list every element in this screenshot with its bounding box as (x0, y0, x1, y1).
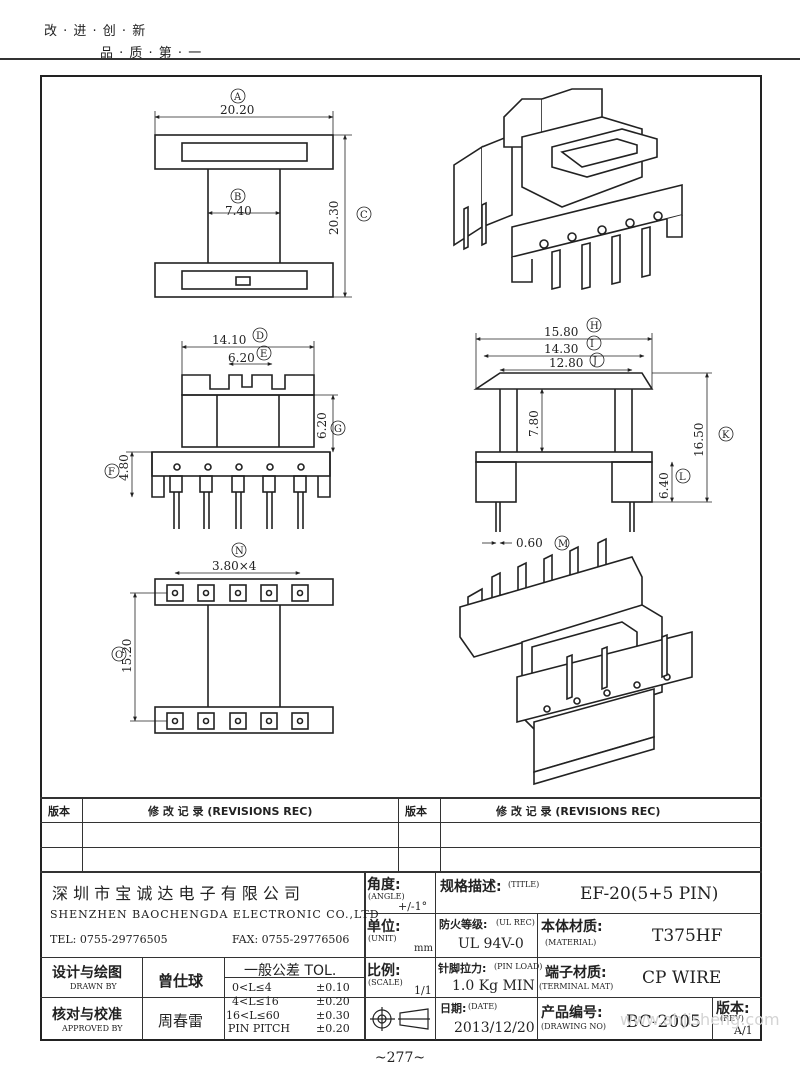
watermark: www.ahjisheng.com (620, 1010, 780, 1029)
dim-m-value: 0.60 (516, 536, 543, 550)
dim-a-letter: A (233, 92, 242, 103)
dim-g-letter: G (334, 424, 342, 435)
date-value: 2013/12/20 (454, 1020, 535, 1036)
technical-drawing: A 20.20 B 7.40 C 20.30 D (104, 88, 734, 786)
terminal-en: (TERMINAL MAT) (539, 982, 614, 991)
dim-m-letter: M (558, 539, 568, 550)
angle-en: (ANGLE) (368, 892, 405, 901)
company-name-en: SHENZHEN BAOCHENGDA ELECTRONIC CO.,LTD (50, 908, 380, 921)
tol-range-3: PIN PITCH (228, 1022, 290, 1035)
unit-value: mm (414, 943, 433, 954)
slogan-line-1: 改 · 进 · 创 · 新 (44, 24, 147, 39)
approved-value: 周春雷 (158, 1012, 204, 1030)
page-number: ~277~ (374, 1050, 426, 1066)
date-en: (DATE) (468, 1002, 498, 1011)
dim-i-letter: I (590, 339, 594, 350)
ul-value: UL 94V-0 (458, 936, 524, 952)
drawing-no-en: (DRAWING NO) (541, 1022, 607, 1031)
rev-value: A/1 (734, 1024, 753, 1037)
drawing-no-label: 产品编号: (541, 1005, 603, 1021)
drawn-en: DRAWN BY (70, 982, 117, 991)
pinload-label: 针脚拉力: (438, 962, 487, 975)
dim-l-value: 6.40 (657, 472, 671, 499)
company-name-cn: 深 圳 市 宝 诚 达 电 子 有 限 公 司 (52, 884, 300, 903)
tol-title: 一般公差 TOL. (244, 963, 337, 979)
tol-value-2: ±0.30 (316, 1009, 350, 1022)
dim-f-letter: F (108, 467, 115, 478)
pinload-en: (PIN LOAD) (494, 962, 543, 971)
dim-b-letter: B (234, 192, 241, 203)
tb-top-rule (40, 797, 762, 799)
approved-en: APPROVED BY (62, 1024, 123, 1033)
dim-n-value: 3.80×4 (212, 559, 257, 573)
drawn-label: 设计与绘图 (52, 965, 122, 981)
pinload-value: 1.0 Kg MIN (452, 978, 535, 994)
rev-en: (REV) (720, 1014, 744, 1023)
drawing-no-value: BC-2005 (626, 1012, 701, 1032)
dim-mid-value: 7.80 (527, 410, 541, 437)
dim-k-value: 16.50 (692, 423, 706, 457)
slogan-line-2: 品 · 质 · 第 · 一 (100, 46, 203, 61)
dim-c-letter: C (360, 210, 368, 221)
dim-e-value: 6.20 (228, 351, 255, 365)
dim-d-value: 14.10 (212, 333, 246, 347)
dim-h-value: 15.80 (544, 325, 578, 339)
dim-o-value: 15.20 (120, 639, 134, 673)
angle-value: +/-1° (398, 900, 428, 913)
dim-d-letter: D (256, 331, 264, 342)
scale-label: 比例: (367, 963, 401, 979)
dim-h-letter: H (590, 321, 599, 332)
unit-label: 单位: (367, 919, 401, 935)
terminal-label: 端子材质: (545, 965, 607, 981)
angle-label: 角度: (367, 877, 401, 893)
scale-en: (SCALE) (368, 978, 403, 987)
dim-j-letter: J (592, 356, 597, 367)
dim-k-letter: K (722, 430, 730, 441)
rev-col1-label: 版本 (48, 805, 70, 818)
dim-n-letter: N (235, 546, 244, 557)
title-en: (TITLE) (508, 880, 540, 889)
approved-label: 核对与校准 (52, 1007, 122, 1023)
company-fax: FAX: 0755-29776506 (232, 933, 350, 946)
date-label: 日期: (440, 1002, 467, 1015)
ul-label: 防火等级: (439, 918, 488, 931)
drawing-frame (40, 75, 762, 1041)
company-tel: TEL: 0755-29776505 (50, 933, 168, 946)
dim-o-letter: O (115, 650, 123, 661)
drawn-value: 曾仕球 (158, 972, 204, 990)
ul-en: (UL REC) (496, 918, 535, 927)
material-value: T375HF (652, 926, 723, 946)
dim-b-value: 7.40 (225, 204, 252, 218)
rev-col2-label: 版本 (405, 805, 427, 818)
spec-title-value: EF-20(5+5 PIN) (580, 884, 719, 904)
dim-j-value: 12.80 (549, 356, 583, 370)
rev-col2-title: 修 改 记 录 (REVISIONS REC) (496, 805, 661, 818)
tol-value-1: ±0.20 (316, 995, 350, 1008)
tol-range-1: 4<L≤16 (232, 995, 279, 1008)
rev-label: 版本: (716, 1001, 750, 1017)
dim-g-value: 6.20 (315, 412, 329, 439)
tol-range-0: 0<L≤4 (232, 981, 272, 994)
material-label: 本体材质: (541, 919, 603, 935)
dim-f-value: 4.80 (117, 454, 131, 481)
projection-symbol-icon (370, 1007, 430, 1031)
terminal-value: CP WIRE (642, 968, 722, 988)
dim-i-value: 14.30 (544, 342, 578, 356)
dim-e-letter: E (260, 349, 267, 360)
tol-value-0: ±0.10 (316, 981, 350, 994)
tol-range-2: 16<L≤60 (226, 1009, 280, 1022)
material-en: (MATERIAL) (545, 938, 597, 947)
dim-l-letter: L (679, 472, 686, 483)
dim-c-value: 20.30 (327, 201, 341, 235)
rev-col1-title: 修 改 记 录 (REVISIONS REC) (148, 805, 313, 818)
scale-value: 1/1 (414, 984, 432, 997)
tol-value-3: ±0.20 (316, 1022, 350, 1035)
title-label: 规格描述: (440, 879, 502, 895)
dim-a-value: 20.20 (220, 103, 254, 117)
unit-en: (UNIT) (368, 934, 397, 943)
header-rule (0, 58, 800, 60)
